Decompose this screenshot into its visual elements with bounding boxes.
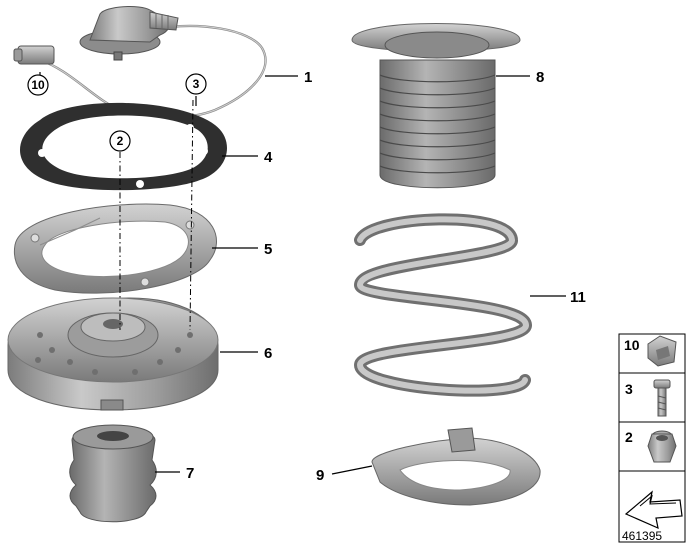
dust-boot-part	[351, 23, 521, 189]
svg-text:9: 9	[316, 467, 324, 484]
svg-text:8: 8	[536, 69, 544, 86]
callout-circle-3: 3	[185, 73, 207, 106]
svg-text:11: 11	[570, 289, 586, 306]
support-plate-part	[13, 203, 217, 294]
strut-mount-part	[7, 297, 219, 411]
legend-item-3: 3	[625, 379, 671, 417]
spring-pad-part	[371, 427, 541, 506]
svg-text:6: 6	[264, 345, 272, 362]
callout-8: 8	[496, 69, 544, 86]
callout-circle-10: 10	[27, 72, 49, 96]
diagram-id: 461395	[622, 529, 662, 543]
svg-text:10: 10	[624, 337, 640, 353]
nut-icon	[647, 430, 677, 463]
svg-text:2: 2	[117, 134, 124, 148]
callout-4: 4	[222, 149, 273, 166]
callout-1: 1	[265, 69, 312, 86]
svg-text:5: 5	[264, 241, 272, 258]
callout-circle-2: 2	[109, 130, 131, 152]
callout-11: 11	[530, 289, 586, 306]
svg-text:2: 2	[625, 429, 633, 445]
callout-5: 5	[212, 241, 272, 258]
direction-arrow-icon	[624, 490, 683, 530]
svg-text:7: 7	[186, 465, 194, 482]
svg-text:4: 4	[264, 149, 273, 166]
callout-6: 6	[220, 345, 272, 362]
callout-7: 7	[155, 465, 194, 482]
legend-item-10: 10	[624, 335, 677, 367]
coil-spring-part	[353, 213, 532, 397]
sensor-cable-part	[13, 6, 267, 119]
legend: 10 3 2	[618, 333, 686, 543]
svg-text:3: 3	[625, 381, 633, 397]
bump-stop-part	[69, 424, 157, 523]
svg-text:1: 1	[304, 69, 312, 86]
bolt-icon	[653, 379, 671, 417]
callout-9: 9	[316, 465, 373, 484]
legend-item-2: 2	[625, 429, 677, 463]
svg-text:10: 10	[31, 78, 45, 92]
cable-clip-icon	[647, 335, 677, 367]
assembly-axis-line-3	[189, 99, 194, 331]
svg-text:3: 3	[193, 77, 200, 91]
